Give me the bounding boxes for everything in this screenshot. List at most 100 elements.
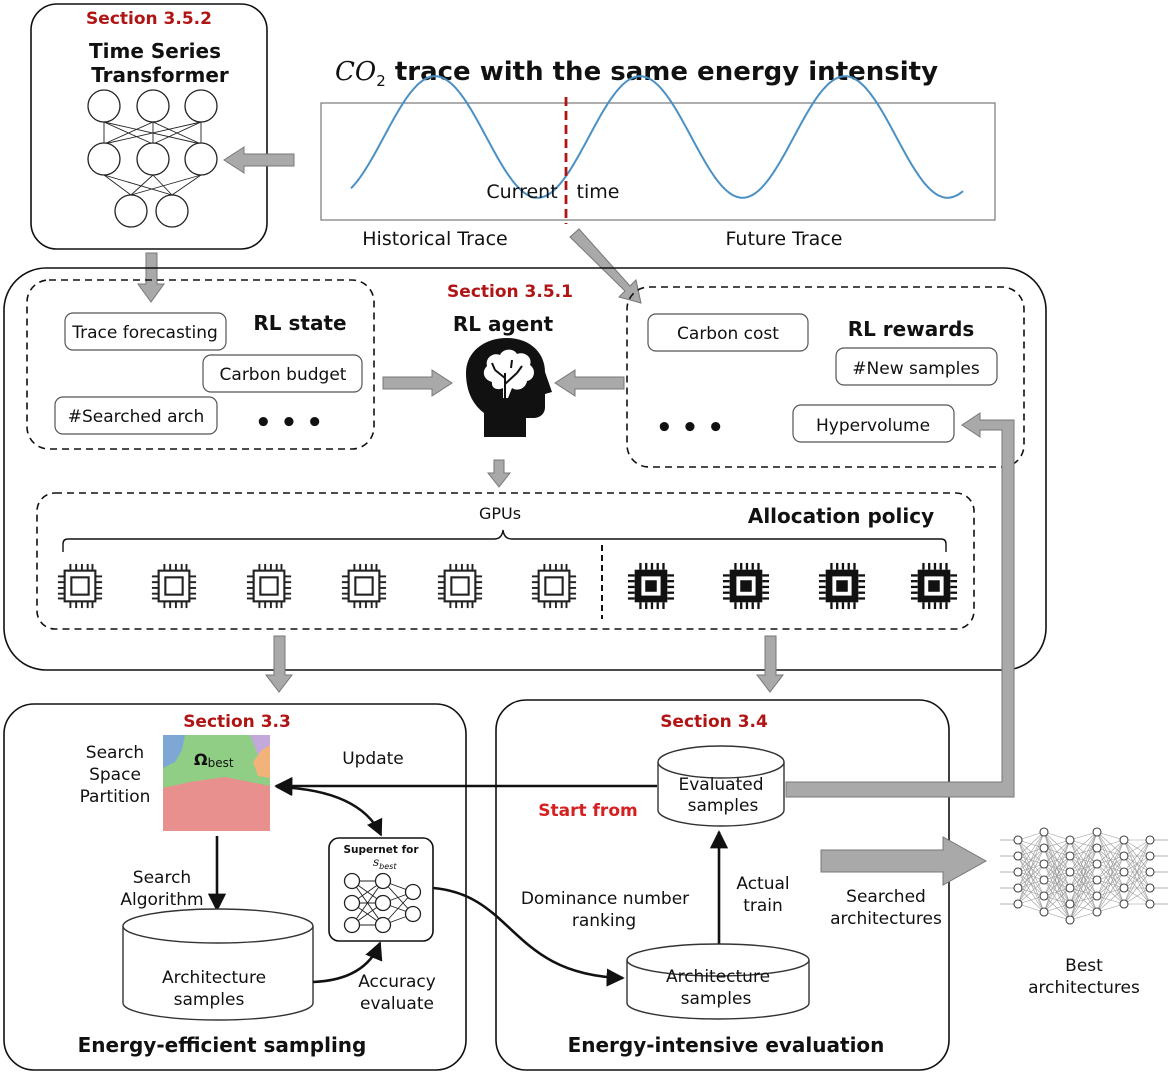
partition-label-line2: Space — [89, 765, 141, 785]
gpu-active-icon — [910, 562, 958, 610]
reward-item-label: Hypervolume — [816, 416, 930, 436]
accuracy-label-line1: Accuracy — [358, 972, 436, 992]
searched-label-line2: architectures — [830, 909, 942, 929]
dominance-label-line2: ranking — [572, 911, 636, 931]
arrow-to-sampling — [264, 635, 294, 693]
start-from-label: Start from — [538, 801, 637, 821]
partition-label-line1: Search — [86, 743, 144, 763]
arrow-state-to-agent — [382, 369, 453, 397]
gpu-idle-icon — [530, 562, 578, 610]
rl-agent-title: RL agent — [453, 312, 554, 336]
omega-best-label: Ωbest — [194, 750, 234, 770]
best-label-line2: architectures — [1028, 978, 1140, 998]
arrow-to-evaluation — [755, 635, 785, 693]
arrow-supernet-to-eval-samples — [432, 886, 625, 987]
eval-samples-label-line1: Architecture — [666, 967, 770, 987]
rl-container — [3, 267, 1047, 671]
sampling-panel: Section 3.3 Search Space Partition Ωbest… — [3, 703, 467, 1071]
allocation-title: Allocation policy — [748, 504, 934, 528]
reward-ellipsis: • • • — [656, 413, 724, 443]
trace-title: CO2 trace with the same energy intensity — [335, 57, 938, 90]
transformer-panel: Section 3.5.2 Time Series Transformer — [30, 3, 268, 250]
state-item-label: Trace forecasting — [71, 323, 218, 343]
current-time-label-b: time — [577, 181, 620, 203]
searched-label-line1: Searched — [846, 887, 926, 907]
update-label: Update — [342, 749, 404, 769]
rl-state-panel: RL state Trace forecasting Carbon budget… — [26, 279, 375, 450]
rl-rewards-title: RL rewards — [848, 317, 975, 341]
arrow-trace-to-rewards — [569, 228, 642, 304]
gpus-label: GPUs — [479, 504, 521, 523]
state-item-trace-forecasting — [64, 312, 227, 351]
rl-state-title: RL state — [253, 311, 346, 335]
gpu-row — [56, 562, 958, 610]
gpu-idle-icon — [436, 562, 484, 610]
gpu-idle-icon — [340, 562, 388, 610]
actual-train-line1: Actual — [736, 874, 789, 894]
gpu-idle-icon — [245, 562, 293, 610]
supernet-box: Supernet for sbest — [328, 837, 434, 942]
transformer-title-line2: Transformer — [91, 63, 229, 87]
allocation-policy-panel: Allocation policy GPUs — [36, 492, 975, 630]
supernet-network-icon — [343, 872, 422, 934]
co2-trace-panel: CO2 trace with the same energy intensity… — [320, 57, 996, 250]
accuracy-label-line2: evaluate — [360, 994, 434, 1014]
transformer-section-label: Section 3.5.2 — [86, 9, 212, 29]
sampling-architecture-samples-db: Architecture samples — [122, 908, 314, 1021]
arrow-trace-to-transformer — [223, 146, 295, 174]
gpu-idle-icon — [150, 562, 198, 610]
eval-samples-label-line2: samples — [681, 989, 752, 1009]
reward-item-hypervolume — [792, 404, 955, 443]
gpu-active-icon — [722, 562, 770, 610]
evaluated-label-line2: samples — [688, 796, 759, 816]
evaluated-label-line1: Evaluated — [678, 775, 763, 795]
gpu-active-icon — [627, 562, 675, 610]
arrow-to-best-architectures — [820, 836, 988, 886]
partition-label-line3: Partition — [80, 787, 151, 807]
co2-trace-line — [350, 75, 964, 199]
actual-train-line2: train — [743, 896, 783, 916]
sampling-samples-label-line2: samples — [174, 990, 245, 1010]
state-item-carbon-budget — [202, 354, 363, 393]
historical-trace-label: Historical Trace — [362, 228, 507, 250]
gpu-idle-icon — [56, 562, 104, 610]
gpus-brace — [62, 529, 947, 552]
evaluated-samples-db: Evaluated samples — [657, 745, 785, 827]
reward-item-label: #New samples — [852, 359, 980, 379]
reward-item-label: Carbon cost — [677, 324, 779, 344]
supernet-title: Supernet for — [343, 844, 419, 856]
state-item-searched-arch — [54, 396, 218, 435]
current-time-label-a: Current — [486, 181, 557, 203]
transformer-network-icon — [87, 89, 218, 228]
rl-rewards-panel: RL rewards Carbon cost #New samples Hype… — [626, 286, 1025, 468]
evaluation-section-label: Section 3.4 — [660, 712, 768, 732]
trace-plot-frame — [320, 102, 996, 221]
reward-item-new-samples — [835, 347, 998, 386]
arrow-rewards-to-agent — [554, 369, 625, 397]
future-trace-label: Future Trace — [726, 228, 843, 250]
brain-head-icon — [466, 338, 552, 437]
rl-agent-section-label: Section 3.5.1 — [447, 282, 573, 302]
reward-item-carbon-cost — [647, 313, 809, 352]
evaluation-footer: Energy-intensive evaluation — [568, 1033, 885, 1057]
sampling-section-label: Section 3.3 — [183, 712, 291, 732]
arrow-samples-to-supernet — [312, 941, 383, 984]
arrow-transformer-to-state — [137, 252, 165, 303]
search-space-partition-map — [163, 735, 270, 831]
dominance-label-line1: Dominance number — [521, 889, 689, 909]
transformer-title-line1: Time Series — [89, 39, 221, 63]
evaluation-architecture-samples-db: Architecture samples — [626, 943, 810, 1020]
supernet-subset-label: sbest — [373, 855, 397, 871]
rl-agent: Section 3.5.1 RL agent — [447, 282, 573, 437]
arrow-evaluated-to-hypervolume — [785, 412, 1015, 798]
best-label-line1: Best — [1065, 956, 1103, 976]
arrow-agent-to-allocation — [486, 459, 512, 488]
arrow-update-partition-supernet — [275, 779, 383, 837]
search-algorithm-line1: Search — [133, 868, 191, 888]
state-item-label: #Searched arch — [68, 407, 204, 427]
sampling-footer: Energy-efficient sampling — [78, 1033, 367, 1057]
search-algorithm-line2: Algorithm — [120, 890, 203, 910]
sampling-samples-label-line1: Architecture — [162, 968, 266, 988]
gpu-active-icon — [818, 562, 866, 610]
